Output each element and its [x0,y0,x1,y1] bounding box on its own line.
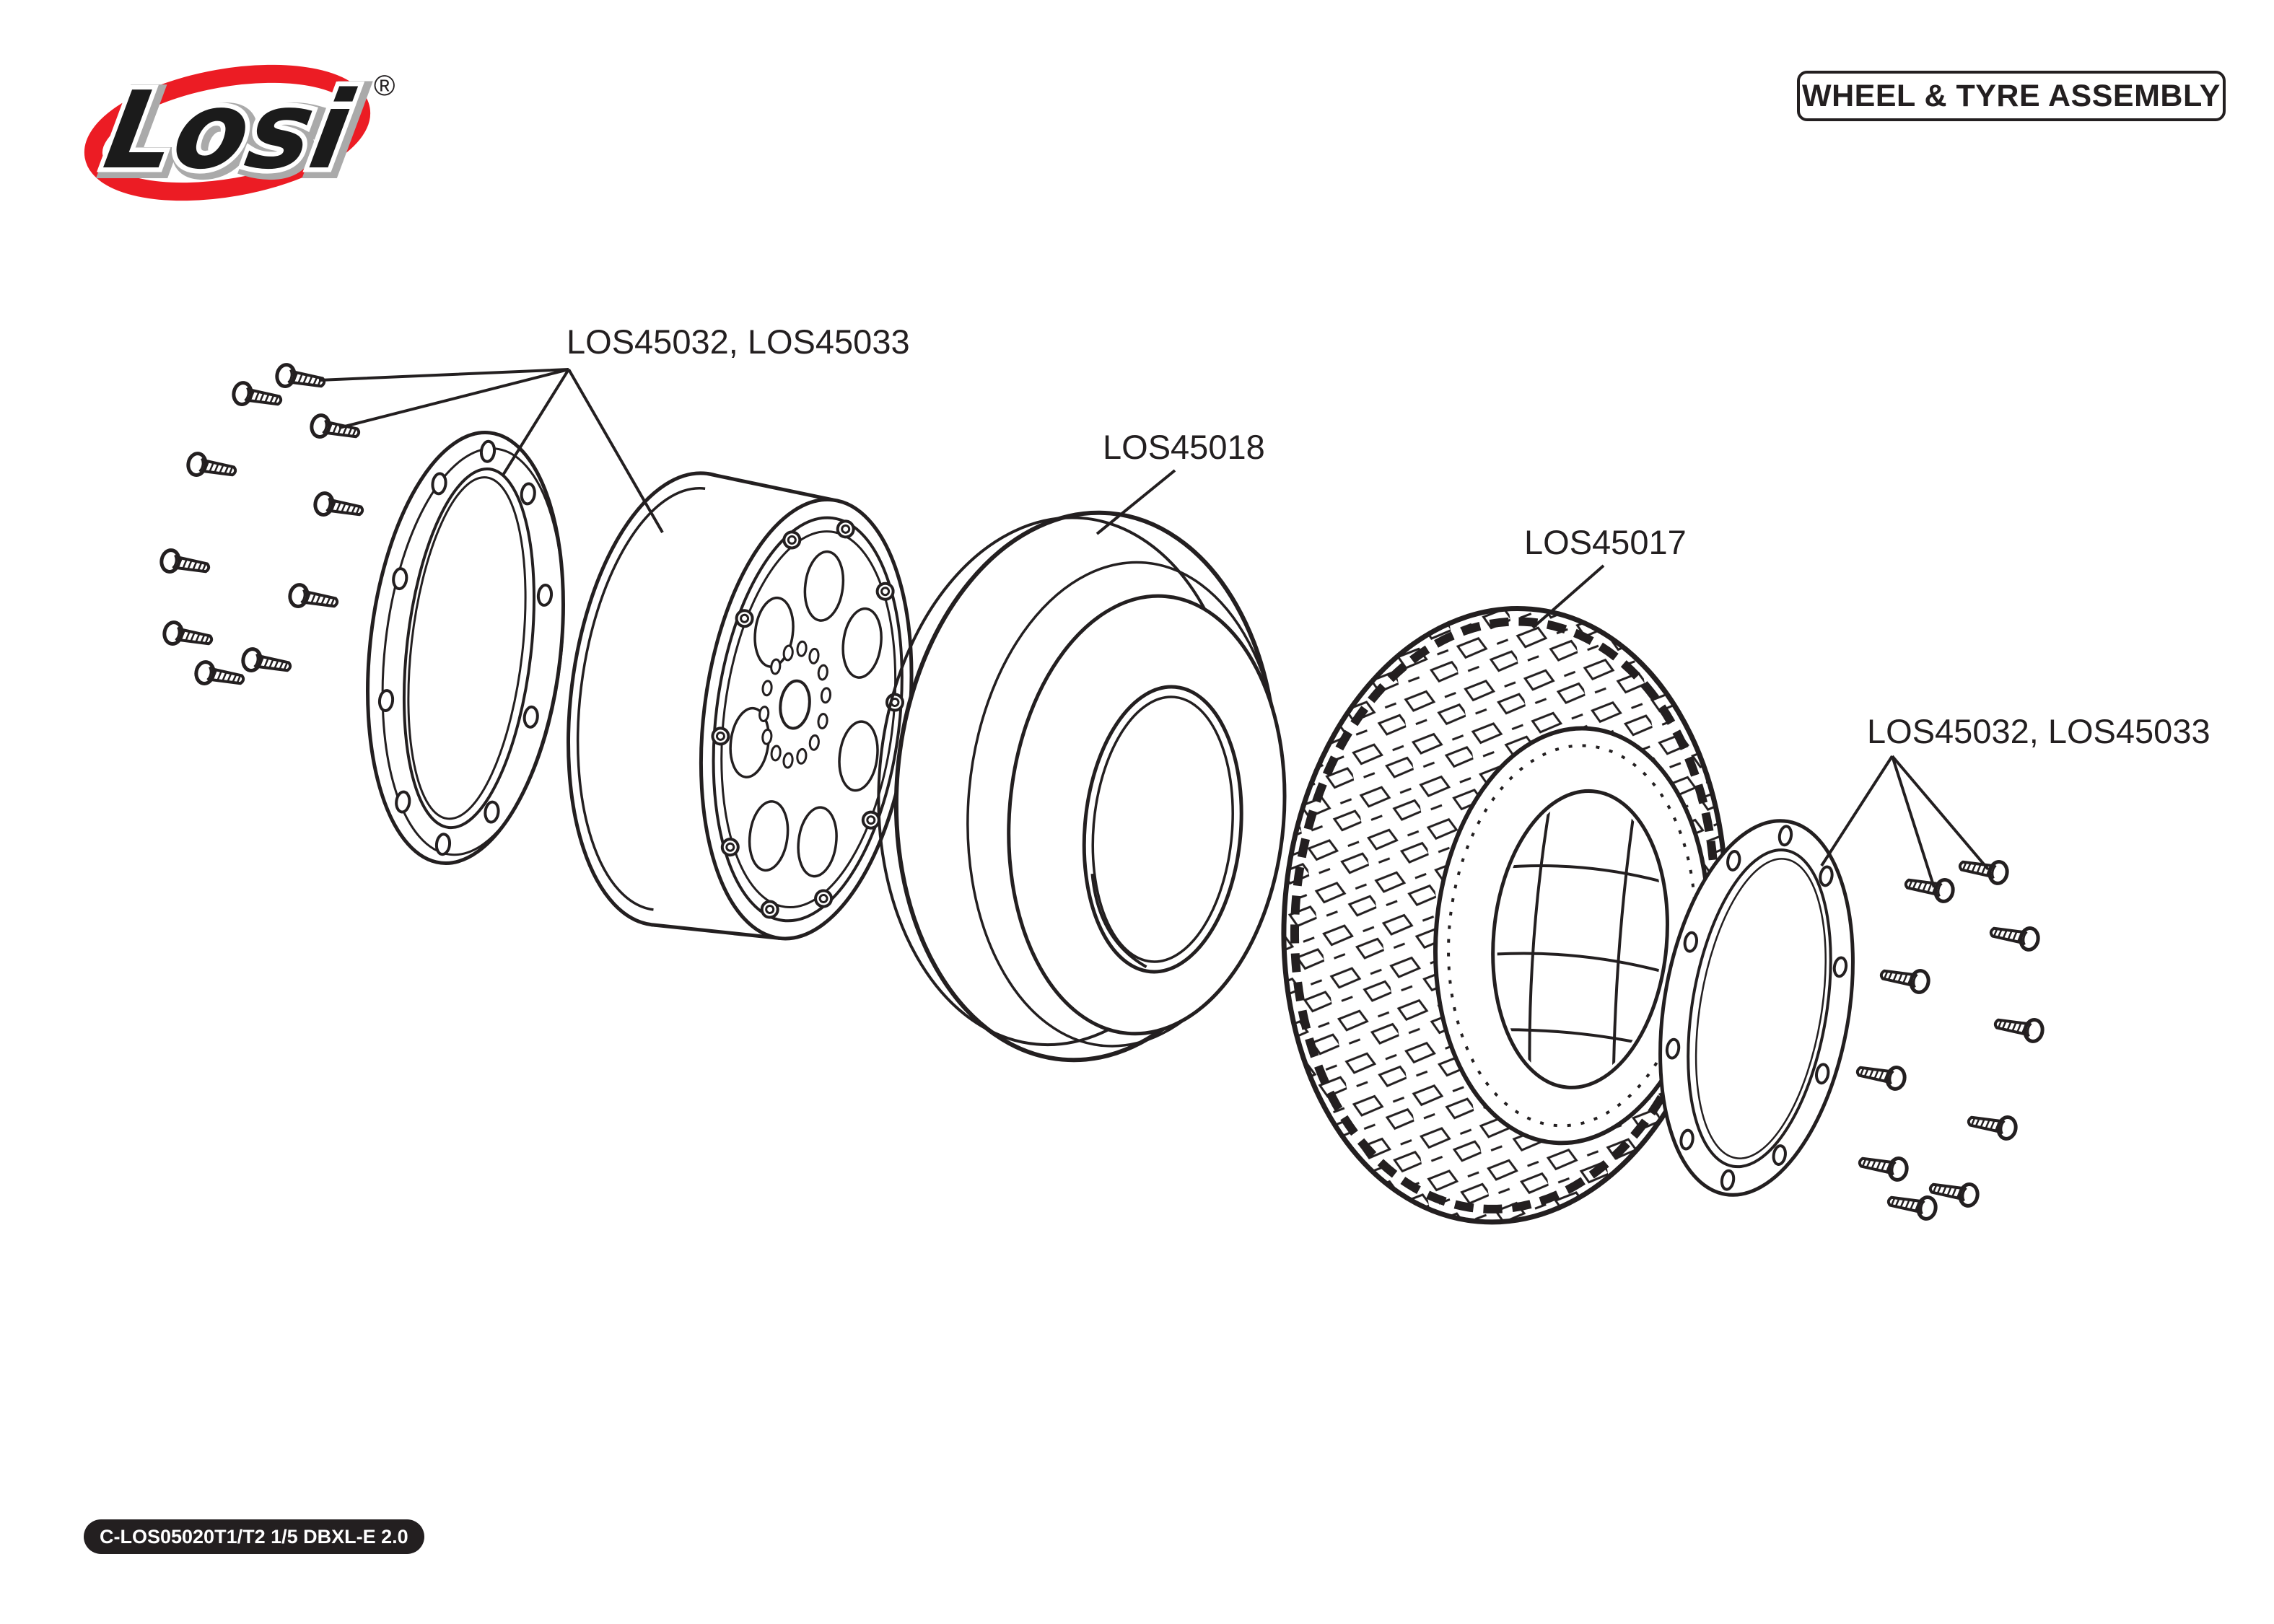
screw [314,492,364,522]
screw [1989,921,2039,951]
wheel-hub-slots [758,640,832,769]
losi-logo: Losi Losi ® [84,64,395,204]
logo-swoosh [84,64,371,201]
screw [1958,855,2008,885]
screw [276,364,326,393]
footer-part-code: C-LOS05020T1/T2 1/5 DBXL-E 2.0 [100,1526,408,1548]
beadlock-ring-rear [1658,819,1855,1197]
screw [289,584,339,613]
screw [1993,1013,2044,1043]
page-title-box: WHEEL & TYRE ASSEMBLY [1797,71,2226,121]
screw [1886,1190,1937,1220]
screw [1904,873,1954,903]
logo-word: Losi [97,69,362,193]
logo-word-shadow: Losi [100,72,365,196]
screw [1855,1061,1906,1090]
screw [1967,1110,2017,1140]
beadlock-ring-front [366,431,565,865]
tyre-treaded [1281,605,1728,1225]
beadlock-screws-rear [1855,855,2044,1220]
screw [1879,964,1930,993]
screw [1858,1151,1908,1181]
screw [232,382,283,411]
screw [163,621,214,651]
leader-lines [318,368,1990,888]
screw [160,549,211,579]
screw [187,452,237,482]
registered-mark: ® [374,70,395,102]
wheel-rim-bosses [711,519,904,919]
tyre-slick [877,510,1287,1063]
label-tyre-slick: LOS45018 [1103,428,1265,466]
wheel [567,471,914,941]
screw [195,661,245,690]
screw [310,414,361,444]
label-tyre-treaded: LOS45017 [1524,523,1687,561]
label-beadlock-front: LOS45032, LOS45033 [567,322,910,361]
wheel-spoke-openings [729,550,883,878]
footer-part-code-badge: C-LOS05020T1/T2 1/5 DBXL-E 2.0 [84,1519,424,1554]
beadlock-screws-front [160,364,364,690]
wheel-hub-hole [779,679,811,730]
screw [242,648,292,677]
label-beadlock-rear: LOS45032, LOS45033 [1867,712,2210,750]
page-title: WHEEL & TYRE ASSEMBLY [1802,78,2221,113]
